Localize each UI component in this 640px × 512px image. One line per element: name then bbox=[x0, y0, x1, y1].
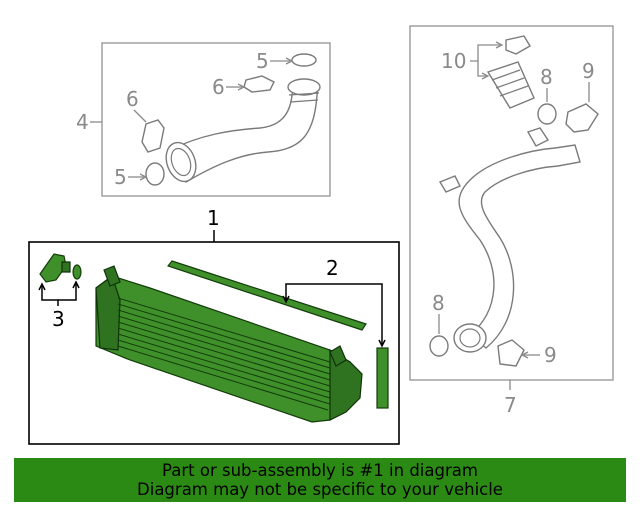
outlet-pipe-group-box bbox=[409, 25, 614, 381]
seal-5-left bbox=[145, 162, 165, 186]
seal-5-top bbox=[291, 53, 317, 67]
callout-9-bottom: 9 bbox=[544, 343, 557, 367]
info-banner: Part or sub-assembly is #1 in diagram Di… bbox=[14, 458, 626, 502]
inlet-hose bbox=[165, 78, 321, 183]
callout-5-top: 5 bbox=[256, 49, 269, 73]
banner-line-1: Part or sub-assembly is #1 in diagram bbox=[162, 461, 478, 480]
boot-10 bbox=[486, 35, 535, 109]
callout-9-top: 9 bbox=[582, 59, 595, 83]
clamp-9-top bbox=[565, 103, 599, 133]
callout-8-top: 8 bbox=[540, 65, 553, 89]
callout-6-left: 6 bbox=[126, 87, 139, 111]
callout-5-left: 5 bbox=[114, 165, 127, 189]
clamp-9-bottom bbox=[497, 339, 525, 367]
boost-sensor bbox=[39, 253, 82, 283]
callout-7: 7 bbox=[504, 393, 517, 417]
outlet-pipe bbox=[438, 127, 581, 353]
seal-8-top bbox=[537, 103, 557, 125]
seal-8-bottom bbox=[429, 335, 449, 357]
callout-6-top: 6 bbox=[212, 75, 225, 99]
callout-3: 3 bbox=[52, 307, 65, 331]
callout-8-bottom: 8 bbox=[432, 291, 445, 315]
callout-4: 4 bbox=[76, 110, 89, 134]
inlet-hose-group-box bbox=[101, 42, 331, 197]
intercooler bbox=[95, 265, 363, 423]
hose-clamp-6-top bbox=[243, 75, 275, 93]
banner-line-2: Diagram may not be specific to your vehi… bbox=[137, 480, 503, 499]
callout-1: 1 bbox=[207, 206, 220, 230]
seal-strip-long bbox=[166, 260, 367, 331]
seal-strip-short bbox=[376, 347, 389, 409]
callout-10: 10 bbox=[441, 49, 466, 73]
hose-clamp-6-left bbox=[141, 119, 165, 153]
callout-2: 2 bbox=[326, 256, 339, 280]
